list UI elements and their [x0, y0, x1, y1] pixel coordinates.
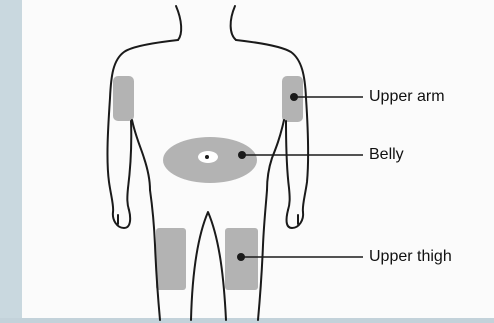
leader-lines [241, 97, 363, 257]
upper-thigh-label: Upper thigh [369, 248, 452, 266]
left-upper-thigh-area [156, 228, 186, 290]
belly-label: Belly [369, 146, 404, 164]
navel [205, 155, 209, 159]
left-upper-arm-area [113, 76, 134, 121]
upper-arm-label: Upper arm [369, 88, 445, 106]
